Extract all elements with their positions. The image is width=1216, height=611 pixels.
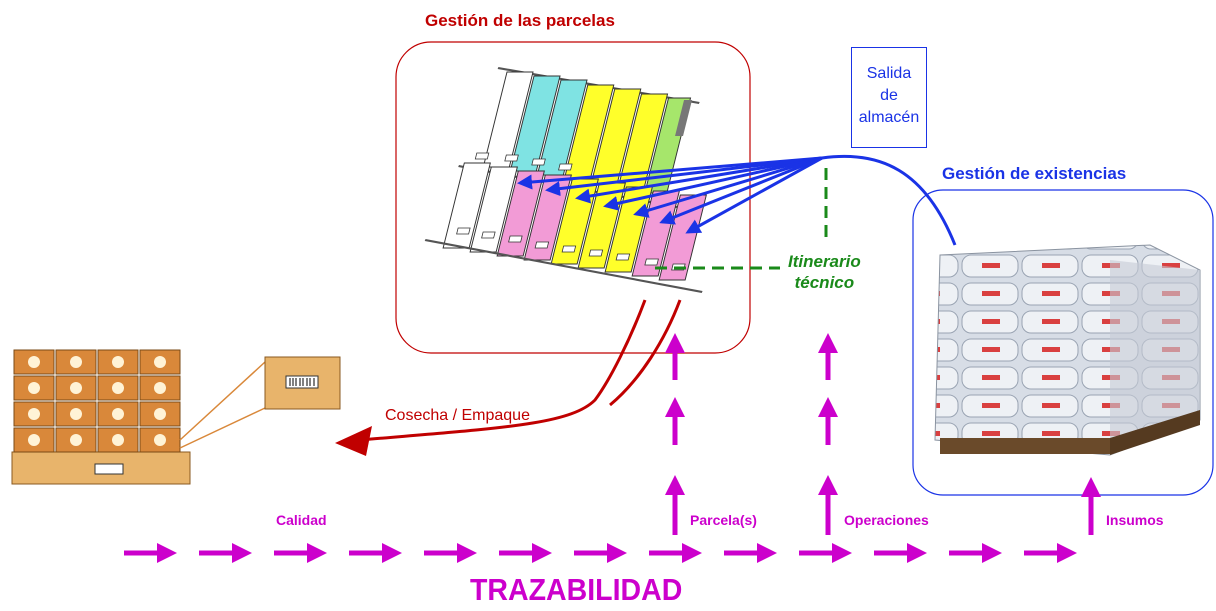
itinerary-line-2: técnico bbox=[794, 273, 855, 292]
harvest-arrow bbox=[359, 299, 682, 442]
quality-label: Calidad bbox=[276, 512, 327, 528]
upward-arrows bbox=[665, 333, 1101, 535]
harvest-label: Cosecha / Empaque bbox=[385, 407, 530, 424]
field-plots-illustration bbox=[424, 67, 707, 293]
inputs-label: Insumos bbox=[1106, 512, 1164, 528]
itinerary-label: Itinerario técnico bbox=[788, 251, 861, 293]
warehouse-exit-line-2: de bbox=[880, 87, 898, 104]
plots-title: Gestión de las parcelas bbox=[425, 11, 615, 30]
stock-frame bbox=[912, 189, 1214, 496]
distribution-arrows bbox=[517, 154, 957, 246]
warehouse-exit-box: Salida de almacén bbox=[851, 47, 927, 148]
itinerary-line-1: Itinerario bbox=[788, 252, 861, 271]
barcode-label-icon bbox=[179, 356, 341, 449]
stock-title: Gestión de existencias bbox=[942, 164, 1127, 183]
pallet-of-boxes-icon bbox=[11, 349, 191, 485]
plots-label: Parcela(s) bbox=[690, 512, 757, 528]
sack-pallet-illustration bbox=[934, 244, 1201, 456]
traceability-title: TRAZABILIDAD bbox=[470, 572, 683, 607]
itinerary-lines bbox=[655, 168, 828, 270]
warehouse-exit-line-3: almacén bbox=[858, 109, 920, 126]
operations-label: Operaciones bbox=[844, 512, 929, 528]
warehouse-exit-line-1: Salida bbox=[866, 65, 912, 82]
